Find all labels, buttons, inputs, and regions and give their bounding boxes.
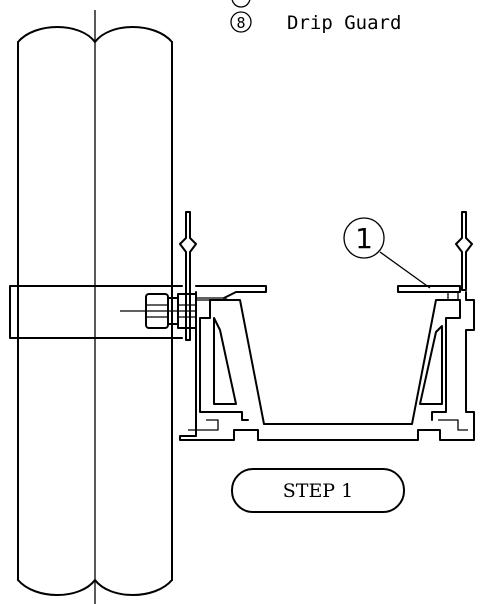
channel-outer bbox=[179, 291, 475, 441]
clamp-band bbox=[9, 285, 183, 339]
left-cavity bbox=[213, 317, 237, 405]
legend-item-label: Drip Guard bbox=[287, 12, 401, 34]
legend-item-circle bbox=[230, 11, 252, 33]
legend: 8 Drip Guard bbox=[230, 0, 401, 34]
callout-leader bbox=[379, 251, 431, 289]
callout-1: 1 bbox=[343, 217, 431, 289]
bracket-left-leg bbox=[179, 211, 197, 341]
pole bbox=[17, 10, 173, 604]
right-flange bbox=[397, 285, 461, 293]
step-label: STEP 1 bbox=[231, 468, 405, 513]
channel-inner-left bbox=[199, 299, 249, 421]
step-label-frame bbox=[231, 468, 405, 513]
callout-circle bbox=[343, 217, 385, 259]
legend-item-cropped-circle bbox=[231, 0, 251, 8]
clamp-band-body bbox=[9, 285, 173, 339]
channel-inner-right bbox=[209, 299, 461, 425]
bolt-assembly bbox=[120, 293, 197, 329]
left-flange bbox=[195, 285, 267, 299]
step-label-text: STEP 1 bbox=[283, 480, 353, 502]
callout-number: 1 bbox=[355, 222, 373, 255]
right-cavity bbox=[419, 325, 443, 405]
legend-item-number: 8 bbox=[236, 14, 245, 32]
rail-profile bbox=[179, 211, 475, 441]
bracket-right-leg bbox=[455, 211, 473, 291]
